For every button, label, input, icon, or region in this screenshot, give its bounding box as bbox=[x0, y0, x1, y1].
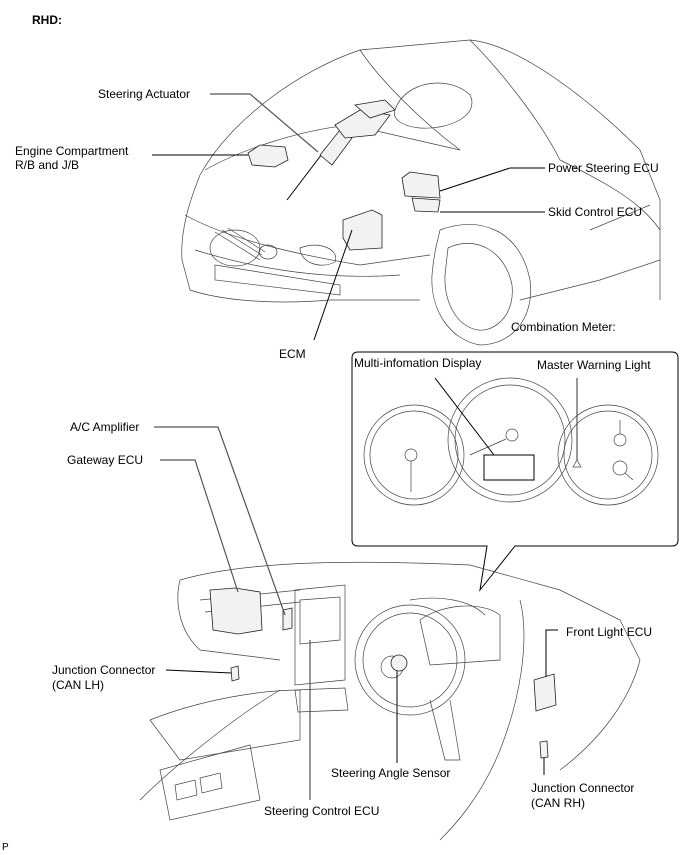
label-multi-information-display: Multi-infomation Display bbox=[354, 356, 482, 370]
ecm-part bbox=[342, 209, 383, 251]
label-combination-meter: Combination Meter: bbox=[511, 320, 616, 334]
label-skid-control-ecu: Skid Control ECU bbox=[548, 205, 643, 219]
label-power-steering-ecu: Power Steering ECU bbox=[548, 161, 659, 175]
car-exterior-drawing bbox=[181, 39, 661, 346]
leader-lines-bottom bbox=[154, 426, 558, 800]
label-engine-compartment-line2: R/B and J/B bbox=[15, 158, 80, 172]
label-junction-connector-rh-line1: Junction Connector bbox=[531, 781, 635, 795]
engine-compartment-rb-part bbox=[247, 144, 289, 168]
power-steering-ecu-part bbox=[401, 171, 441, 199]
footer-code: P bbox=[2, 842, 9, 853]
skid-control-ecu-part bbox=[411, 197, 441, 213]
junction-connector-lh-part bbox=[230, 665, 240, 682]
label-front-light-ecu: Front Light ECU bbox=[566, 625, 653, 639]
label-master-warning-light: Master Warning Light bbox=[537, 358, 651, 372]
ac-amplifier-part bbox=[282, 607, 293, 631]
label-ac-amplifier: A/C Amplifier bbox=[70, 420, 140, 434]
leader-lines-top bbox=[152, 93, 545, 341]
label-junction-connector-lh-line2: (CAN LH) bbox=[52, 678, 105, 692]
label-gateway-ecu: Gateway ECU bbox=[67, 453, 144, 467]
steering-angle-sensor-part bbox=[390, 654, 408, 672]
diagram-title: RHD: bbox=[32, 13, 62, 27]
label-junction-connector-rh-line2: (CAN RH) bbox=[531, 796, 585, 810]
steering-actuator-part bbox=[286, 99, 396, 201]
label-ecm: ECM bbox=[279, 347, 306, 361]
label-steering-actuator: Steering Actuator bbox=[98, 87, 191, 101]
label-engine-compartment-line1: Engine Compartment bbox=[15, 144, 129, 158]
gateway-ecu-part bbox=[209, 587, 263, 635]
front-light-ecu-part bbox=[533, 673, 557, 712]
label-junction-connector-lh-line1: Junction Connector bbox=[52, 663, 156, 677]
combination-meter-callout bbox=[351, 351, 679, 592]
label-steering-control-ecu: Steering Control ECU bbox=[264, 804, 380, 818]
junction-connector-rh-part bbox=[539, 740, 549, 759]
label-steering-angle-sensor: Steering Angle Sensor bbox=[331, 766, 451, 780]
